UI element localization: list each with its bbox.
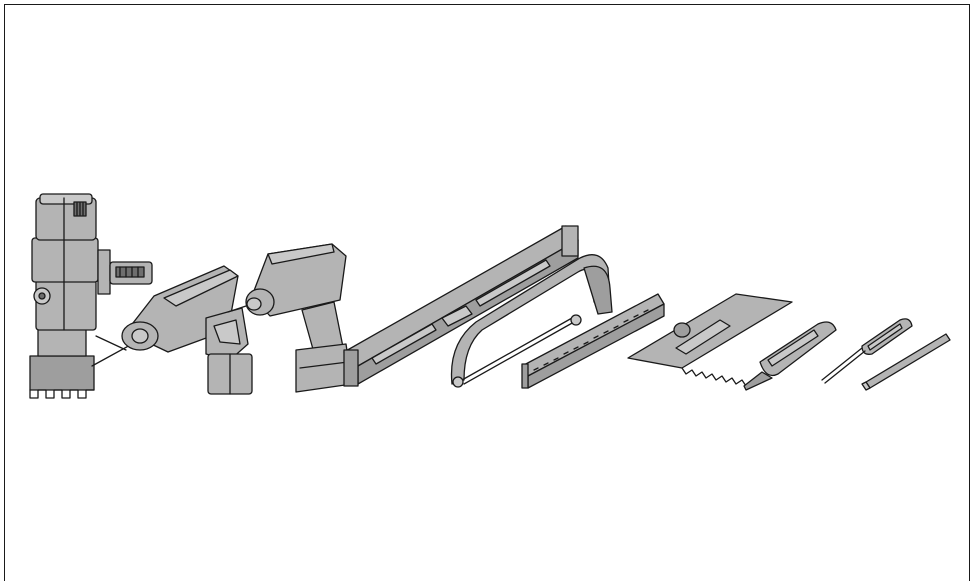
spirit-level-icon (343, 225, 579, 387)
notched-trowel-icon (627, 293, 793, 387)
hacksaw-icon (450, 254, 613, 388)
utility-knife-icon (743, 321, 837, 391)
pencil-icon (861, 333, 951, 391)
hammer-drill-icon (121, 265, 253, 395)
core-drill-icon (29, 193, 153, 399)
folding-rule-icon (521, 293, 665, 389)
cordless-drill-icon (227, 243, 353, 393)
screwdriver-icon (821, 318, 913, 384)
